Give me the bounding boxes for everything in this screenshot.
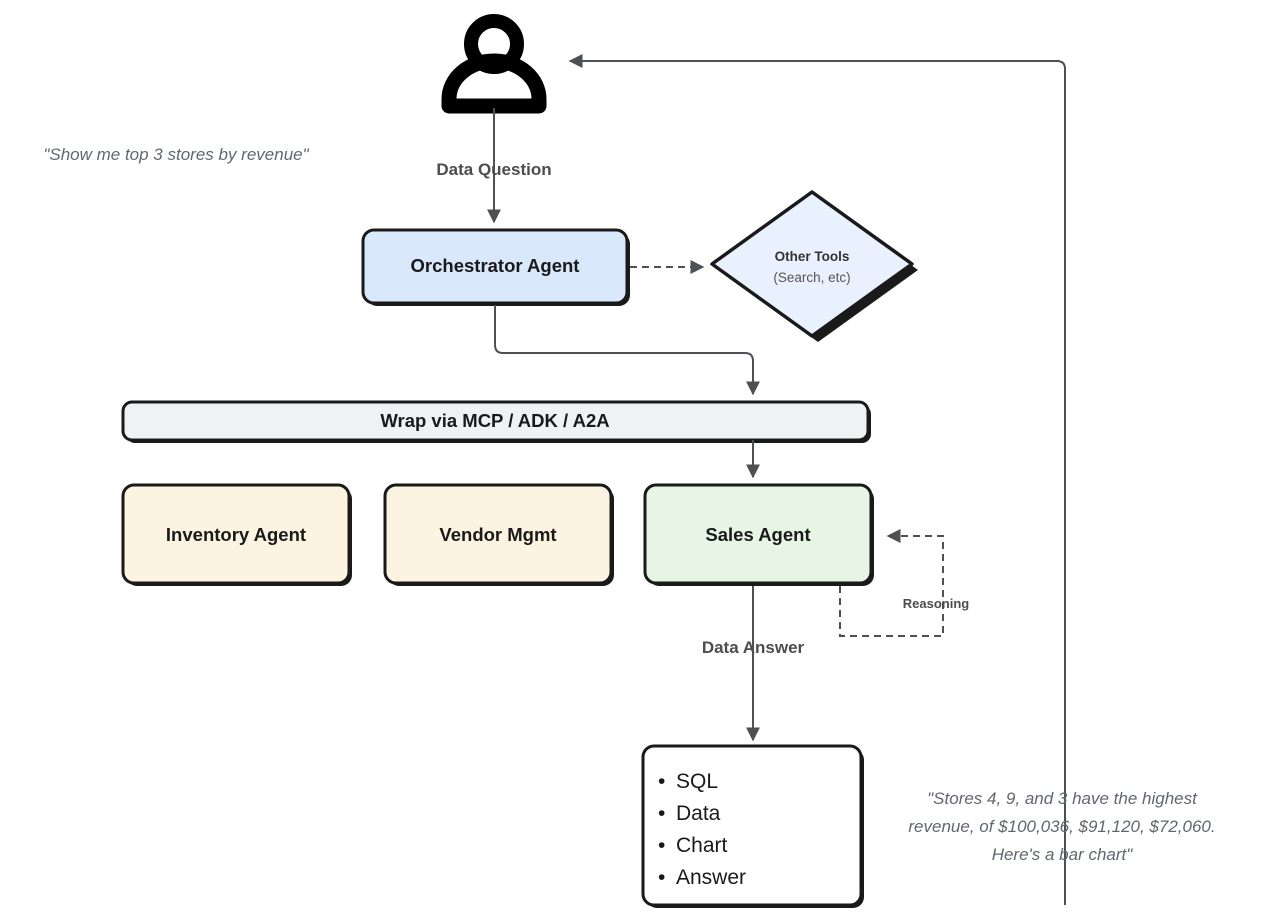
quote-answer-line-2: revenue, of $100,036, $91,120, $72,060. bbox=[908, 817, 1215, 836]
person-icon bbox=[441, 14, 547, 114]
edge-label-reasoning: Reasoning bbox=[903, 596, 970, 611]
output-item-2: Chart bbox=[676, 834, 728, 857]
output-item-1: Data bbox=[676, 802, 721, 825]
bullet-marker-2: • bbox=[658, 834, 665, 857]
node-label-wrap-bar: Wrap via MCP / ADK / A2A bbox=[380, 410, 609, 431]
bullet-marker-1: • bbox=[658, 802, 665, 825]
node-sales-agent[interactable]: Sales Agent bbox=[643, 483, 874, 586]
node-label-vendor: Vendor Mgmt bbox=[439, 524, 556, 545]
bullet-marker-0: • bbox=[658, 770, 665, 793]
node-wrap-bar[interactable]: Wrap via MCP / ADK / A2A bbox=[121, 400, 871, 443]
output-item-0: SQL bbox=[676, 770, 718, 793]
node-orchestrator-agent[interactable]: Orchestrator Agent bbox=[361, 228, 630, 306]
node-sublabel-other-tools: (Search, etc) bbox=[773, 270, 850, 285]
edge-orchestrator-to-wrap bbox=[494, 305, 760, 396]
node-label-sales: Sales Agent bbox=[705, 524, 810, 545]
edge-feedback-to-user bbox=[568, 54, 1066, 905]
node-label-orchestrator: Orchestrator Agent bbox=[411, 255, 580, 276]
edge-label-data-answer: Data Answer bbox=[702, 638, 805, 657]
node-vendor-mgmt[interactable]: Vendor Mgmt bbox=[383, 483, 614, 586]
quote-answer-line-3: Here's a bar chart" bbox=[992, 845, 1134, 864]
node-label-inventory: Inventory Agent bbox=[166, 524, 306, 545]
node-label-other-tools: Other Tools bbox=[775, 249, 850, 264]
node-other-tools[interactable]: Other Tools (Search, etc) bbox=[710, 190, 918, 342]
quote-answer-line-1: "Stores 4, 9, and 3 have the highest bbox=[927, 789, 1198, 808]
output-list: • SQL • Data • Chart • Answer bbox=[658, 770, 746, 889]
quote-answer: "Stores 4, 9, and 3 have the highest rev… bbox=[908, 789, 1215, 864]
quote-question: "Show me top 3 stores by revenue" bbox=[43, 145, 309, 164]
bullet-marker-3: • bbox=[658, 866, 665, 889]
output-item-3: Answer bbox=[676, 866, 746, 889]
node-inventory-agent[interactable]: Inventory Agent bbox=[121, 483, 352, 586]
node-output-box[interactable]: • SQL • Data • Chart • Answer bbox=[641, 744, 864, 908]
edge-label-data-question: Data Question bbox=[436, 160, 551, 179]
